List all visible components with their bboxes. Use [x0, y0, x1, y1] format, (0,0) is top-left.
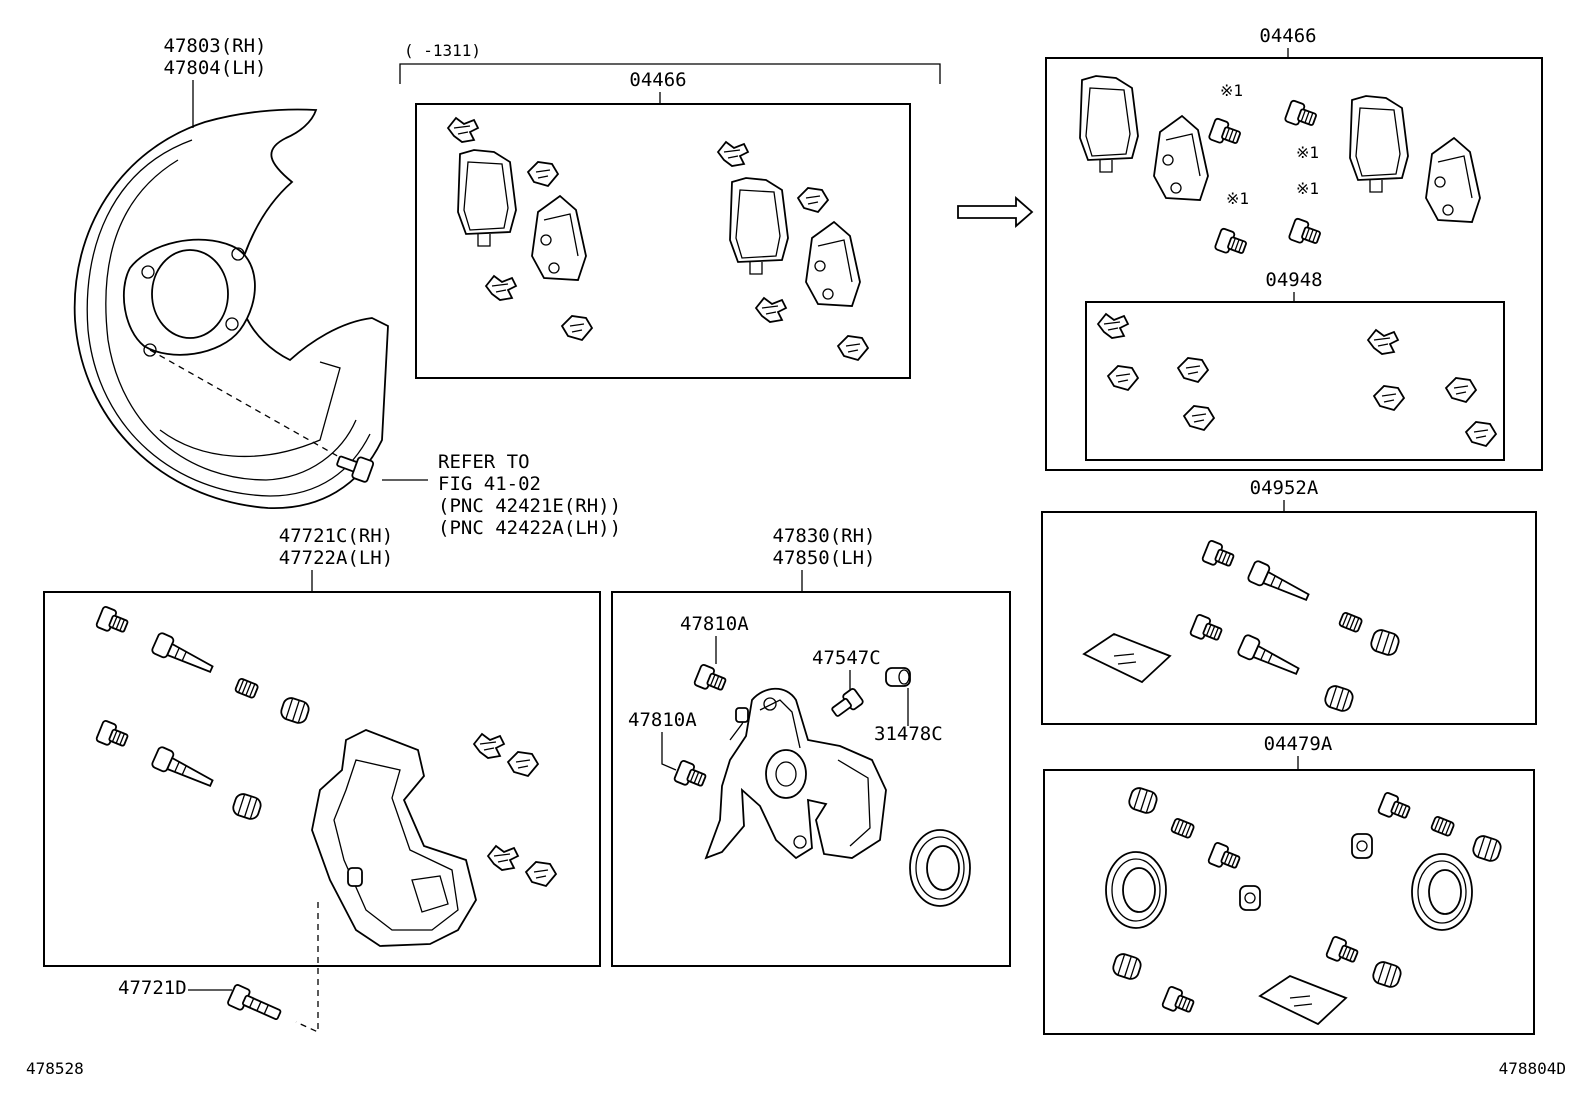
mark-1a: ※1	[1220, 81, 1243, 100]
bleeder-top-label: 47810A	[680, 613, 749, 635]
cap	[885, 667, 911, 687]
slide-kit-parts	[1083, 539, 1402, 714]
piston-seal	[909, 829, 971, 907]
mount-rh-label: 47721C(RH)	[279, 525, 393, 547]
bleeder-left	[672, 759, 709, 792]
caliper-body	[704, 687, 887, 860]
refer-line-3: (PNC 42421E(RH))	[438, 495, 621, 517]
fitting-kit-label: 04948	[1265, 269, 1322, 291]
refer-line-2: FIG 41-02	[438, 473, 541, 495]
refer-line-4: (PNC 42422A(LH))	[438, 517, 621, 539]
pad-kit-old-box	[415, 103, 911, 379]
arrow-icon	[957, 196, 1034, 228]
mount-parts	[94, 605, 557, 947]
bolt	[227, 984, 282, 1021]
bleeder-top	[692, 663, 729, 696]
pad-kit-old-parts	[447, 117, 869, 361]
fitting-kit-parts	[1097, 313, 1497, 447]
pad-kit-new-label: 04466	[1259, 25, 1316, 47]
plug-label: 47547C	[812, 647, 881, 669]
dust-shield	[73, 108, 389, 509]
cyl-kit-parts	[1105, 785, 1504, 1025]
refer-line-1: REFER TO	[438, 451, 530, 473]
mark-1c: ※1	[1226, 189, 1249, 208]
cap-label: 31478C	[874, 723, 943, 745]
pad-kit-old-label: 04466	[629, 69, 686, 91]
fig-number-right: 478804D	[1499, 1059, 1566, 1078]
date-range-label: ( -1311)	[404, 41, 481, 60]
fitting-kit-box	[1085, 301, 1505, 461]
bleeder-left-label: 47810A	[628, 709, 697, 731]
mark-1b: ※1	[1296, 143, 1319, 162]
pad-kit-new-box	[1045, 57, 1543, 471]
cyl-kit-label: 04479A	[1264, 733, 1333, 755]
fig-number-left: 478528	[26, 1059, 84, 1078]
caliper-box	[611, 591, 1011, 967]
caliper-rh-label: 47830(RH)	[773, 525, 876, 547]
mark-1d: ※1	[1296, 179, 1319, 198]
slide-kit-label: 04952A	[1250, 477, 1319, 499]
bolt-label: 47721D	[118, 977, 187, 999]
slide-kit-box	[1041, 511, 1537, 725]
mount-lh-label: 47722A(LH)	[279, 547, 393, 569]
pad-kit-new-parts	[1079, 75, 1481, 260]
cyl-kit-box	[1043, 769, 1535, 1035]
caliper-lh-label: 47850(LH)	[773, 547, 876, 569]
plug	[831, 688, 864, 717]
mount-box	[43, 591, 601, 967]
shield-bolt	[336, 455, 375, 483]
shield-lh-label: 47804(LH)	[164, 57, 267, 79]
shield-rh-label: 47803(RH)	[164, 35, 267, 57]
